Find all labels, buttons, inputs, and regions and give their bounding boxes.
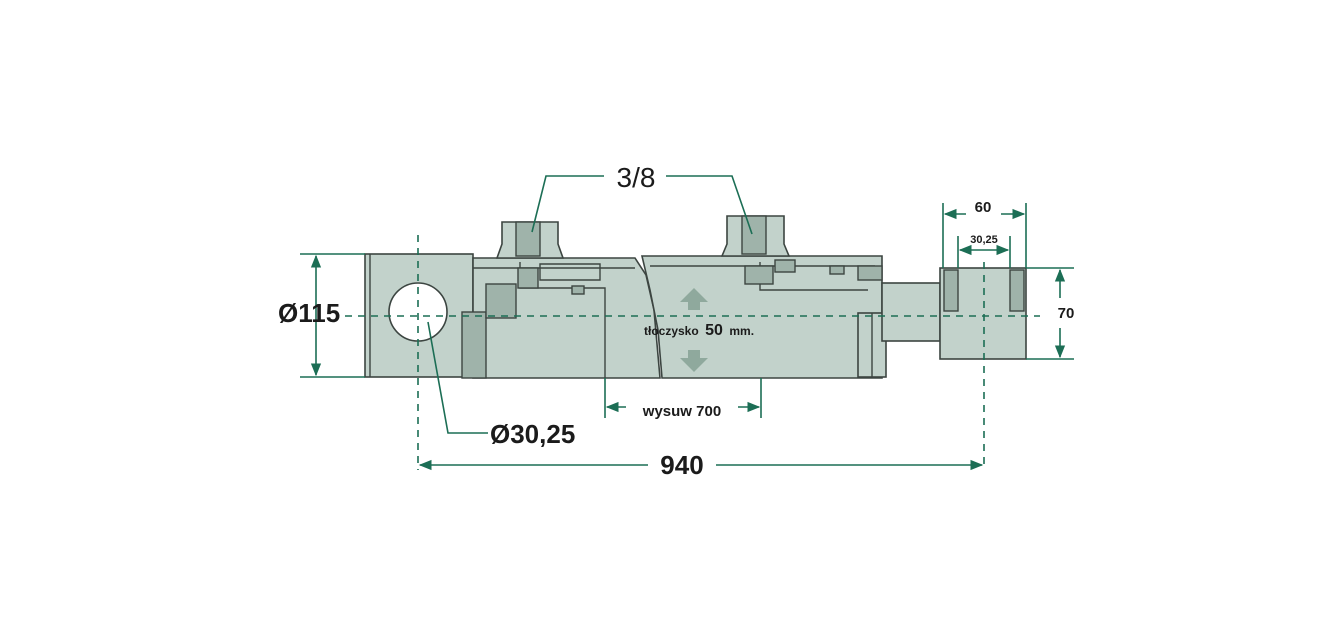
pin-hole-label: Ø30,25 <box>490 419 575 449</box>
barrel-right <box>640 255 883 379</box>
eye-hole-label: 30,25 <box>970 234 998 246</box>
port-channel-right <box>744 265 774 285</box>
stroke-label: wysuw 700 <box>642 403 721 420</box>
bore-diameter-label: Ø115 <box>278 298 340 328</box>
rod-text: tłoczysko <box>644 324 699 338</box>
flow-down-arrow-icon <box>680 350 708 372</box>
port-channel-left <box>517 267 539 289</box>
total-length-label: 940 <box>660 450 703 480</box>
piston-nut <box>485 283 517 319</box>
rod-diameter-label: tłoczysko 50 mm. <box>644 322 754 339</box>
eye-height-label: 70 <box>1058 305 1075 322</box>
flow-up-arrow-icon <box>680 288 708 310</box>
dimensions <box>300 175 1074 471</box>
piston-rod <box>881 282 941 342</box>
rod-value: 50 <box>705 322 723 339</box>
cylinder-body <box>364 215 1027 379</box>
rod-unit: mm. <box>729 324 754 338</box>
port-right <box>720 215 791 257</box>
port-thread-label: 3/8 <box>617 162 656 193</box>
port-left <box>495 221 565 259</box>
eye-width-label: 60 <box>975 199 992 216</box>
rear-seal <box>461 311 487 379</box>
